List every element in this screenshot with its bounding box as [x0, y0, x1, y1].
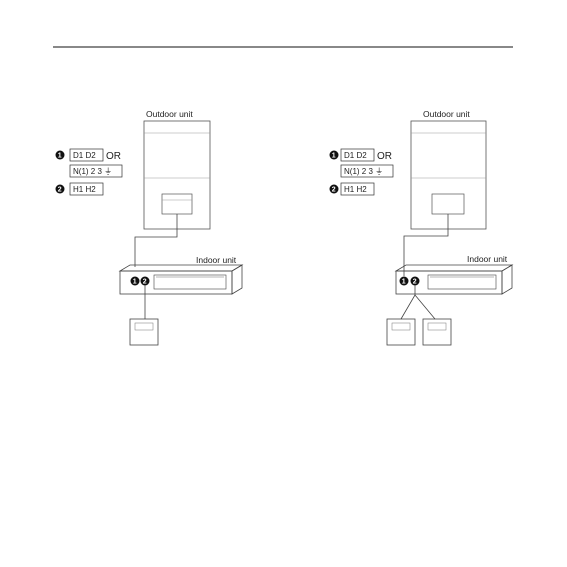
svg-text:1: 1 — [332, 153, 336, 160]
svg-text:2: 2 — [143, 279, 147, 286]
outdoor-unit-box — [411, 121, 486, 229]
diagram-single-controller: Outdoor unit 1 D1 D2 OR N(1) 2 3 ⏚ 2 H1 … — [56, 109, 243, 345]
diagram-dual-controller: Outdoor unit 1 D1 D2 OR N(1) 2 3 ⏚ 2 H1 … — [330, 109, 513, 345]
indoor-unit-label: Indoor unit — [196, 255, 237, 265]
terminal-n123-label: N(1) 2 3 ⏚ — [73, 167, 112, 176]
terminal-d1d2-label: D1 D2 — [73, 151, 96, 160]
svg-text:2: 2 — [58, 187, 62, 194]
svg-text:2: 2 — [413, 279, 417, 286]
or-label: OR — [106, 151, 121, 162]
or-label: OR — [377, 151, 392, 162]
controller-wire — [415, 295, 435, 319]
svg-text:2: 2 — [332, 187, 336, 194]
outdoor-unit-box — [144, 121, 210, 229]
wired-controller-icon — [423, 319, 451, 345]
indoor-unit-label: Indoor unit — [467, 254, 508, 264]
terminal-h1h2-label: H1 H2 — [73, 185, 96, 194]
svg-text:1: 1 — [58, 153, 62, 160]
terminal-h1h2-label: H1 H2 — [344, 185, 367, 194]
wired-controller-icon — [387, 319, 415, 345]
svg-text:1: 1 — [402, 279, 406, 286]
outdoor-unit-label: Outdoor unit — [146, 109, 193, 119]
svg-text:1: 1 — [133, 279, 137, 286]
outdoor-unit-label: Outdoor unit — [423, 109, 470, 119]
outdoor-terminal-block — [432, 194, 464, 214]
wired-controller-icon — [130, 319, 158, 345]
outdoor-terminal-block — [162, 194, 192, 214]
controller-wire — [401, 285, 415, 319]
terminal-n123-label: N(1) 2 3 ⏚ — [344, 167, 383, 176]
connection-wire — [135, 214, 177, 267]
terminal-d1d2-label: D1 D2 — [344, 151, 367, 160]
